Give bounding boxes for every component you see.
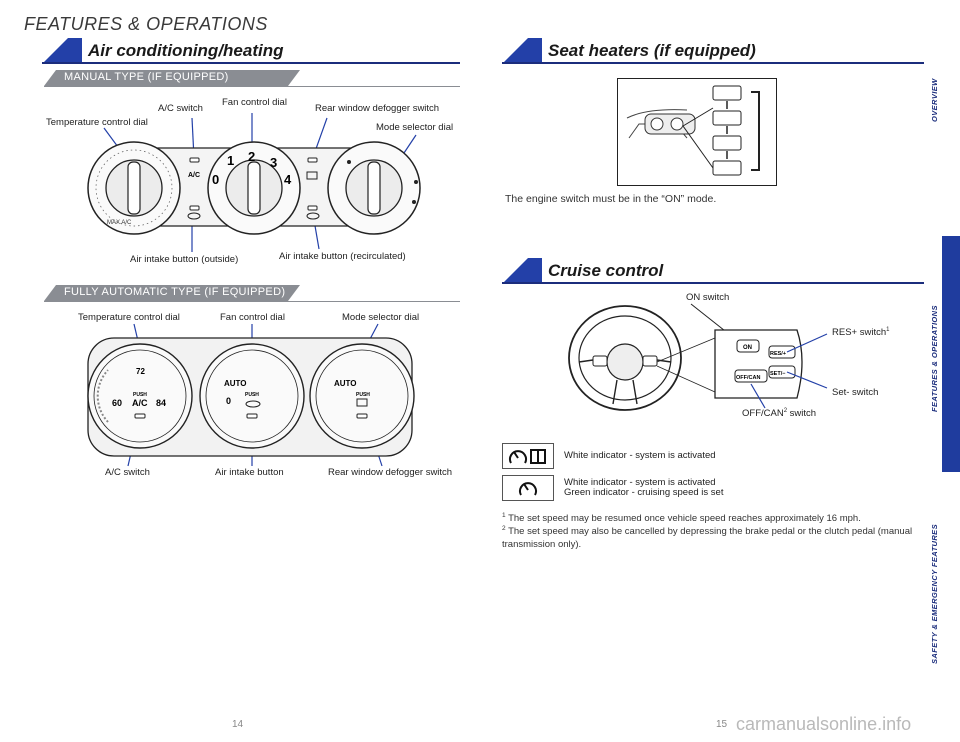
seat-heater-illustration [617,78,777,186]
manual-label-temp: Temperature control dial [46,117,148,128]
svg-text:ON: ON [743,345,752,351]
cruise-set-indicator-icon [519,482,537,496]
manual-label-mode: Mode selector dial [376,122,454,133]
ac-section-title: Air conditioning/heating [88,41,284,60]
auto-type-subtitle-bar: FULLY AUTOMATIC TYPE (IF EQUIPPED) [44,285,460,302]
indicator-row-1: White indicator - system is activated [502,443,922,471]
manual-type-subtitle-bar: MANUAL TYPE (IF EQUIPPED) [44,70,460,87]
auto-label-mode: Mode selector dial [342,312,420,323]
sidebar-tab-features-bg [942,236,960,472]
svg-text:PUSH: PUSH [245,392,259,398]
svg-text:0: 0 [226,396,231,406]
watermark: carmanualsonline.info [736,714,912,734]
indicator-text-2a: White indicator - system is activated [564,477,716,488]
svg-text:60: 60 [112,398,122,408]
svg-text:RES/+: RES/+ [770,351,786,357]
svg-text:PUSH: PUSH [356,392,370,398]
manual-label-fan: Fan control dial [222,97,287,108]
svg-text:OFF/CAN: OFF/CAN [736,375,760,381]
indicator-icon-box-1 [502,443,554,469]
manual-type-subtitle: MANUAL TYPE (IF EQUIPPED) [64,71,229,83]
cruise-label-offcan: OFF/CAN2 switch [742,408,817,420]
auto-label-temp: Temperature control dial [78,312,180,323]
footnote-2: 2 The set speed may also be cancelled by… [502,525,913,551]
manual-maxac-text: MAX A/C [107,220,132,226]
cruise-title: Cruise control [548,261,664,280]
seat-heater-note: The engine switch must be in the “ON” mo… [505,193,717,205]
ac-section-title-bar: Air conditioning/heating [42,38,460,64]
svg-text:SET/−: SET/− [770,371,785,377]
svg-text:0: 0 [212,172,219,187]
sidebar-label-overview[interactable]: OVERVIEW [930,78,939,122]
category-header: FEATURES & OPERATIONS [24,14,268,34]
svg-text:1: 1 [227,153,234,168]
svg-text:A/C: A/C [188,172,200,179]
cruise-title-bar: Cruise control [502,258,924,284]
svg-text:84: 84 [156,398,166,408]
auto-label-fan: Fan control dial [220,312,285,323]
cruise-label-set: Set- switch [832,387,879,398]
svg-text:PUSH: PUSH [133,392,147,398]
svg-text:72: 72 [136,367,145,376]
indicator-text-2b: Green indicator - cruising speed is set [564,487,724,498]
sidebar-tab-overview[interactable] [942,0,960,236]
sidebar-tab-safety[interactable] [942,472,960,742]
svg-text:AUTO: AUTO [224,379,247,388]
svg-text:4: 4 [284,172,292,187]
svg-text:2: 2 [248,149,255,164]
seat-heater-title-bar: Seat heaters (if equipped) [502,38,924,64]
sidebar-label-safety[interactable]: SAFETY & EMERGENCY FEATURES [930,524,939,664]
svg-text:AUTO: AUTO [334,379,357,388]
auto-label-ac: A/C switch [105,467,150,478]
manual-climate-panel: MAX A/C 0 1 2 3 4 A/C [87,113,421,252]
cruise-label-on: ON switch [686,292,730,303]
auto-label-intake: Air intake button [215,467,284,478]
indicator-text-1: White indicator - system is activated [564,450,716,461]
seat-heater-title: Seat heaters (if equipped) [548,41,756,60]
auto-climate-panel: 72 PUSH A/C 60 84 AUTO PUSH 0 AUTO PUSH [87,323,415,467]
auto-type-subtitle: FULLY AUTOMATIC TYPE (IF EQUIPPED) [64,286,286,298]
svg-text:A/C: A/C [132,398,148,408]
manual-label-intake-outside: Air intake button (outside) [130,254,239,265]
cruise-label-res: RES+ switch1 [832,327,890,339]
steering-wheel-illustration: ON OFF/CAN RES/+ SET/− [568,303,828,411]
cruise-indicator-icon [509,449,546,464]
svg-text:3: 3 [270,155,277,170]
manual-label-ac: A/C switch [158,103,203,114]
indicator-row-2: White indicator - system is activated Gr… [502,475,922,503]
indicator-icon-box-2 [502,475,554,501]
page-number-right: 15 [716,719,728,730]
page-number-left: 14 [232,719,244,730]
sidebar-label-features[interactable]: FEATURES & OPERATIONS [930,305,939,412]
manual-label-defog: Rear window defogger switch [315,103,440,114]
auto-label-defog: Rear window defogger switch [328,467,453,478]
manual-label-intake-recirc: Air intake button (recirculated) [279,251,406,262]
footnote-1: 1 The set speed may be resumed once vehi… [502,512,861,525]
